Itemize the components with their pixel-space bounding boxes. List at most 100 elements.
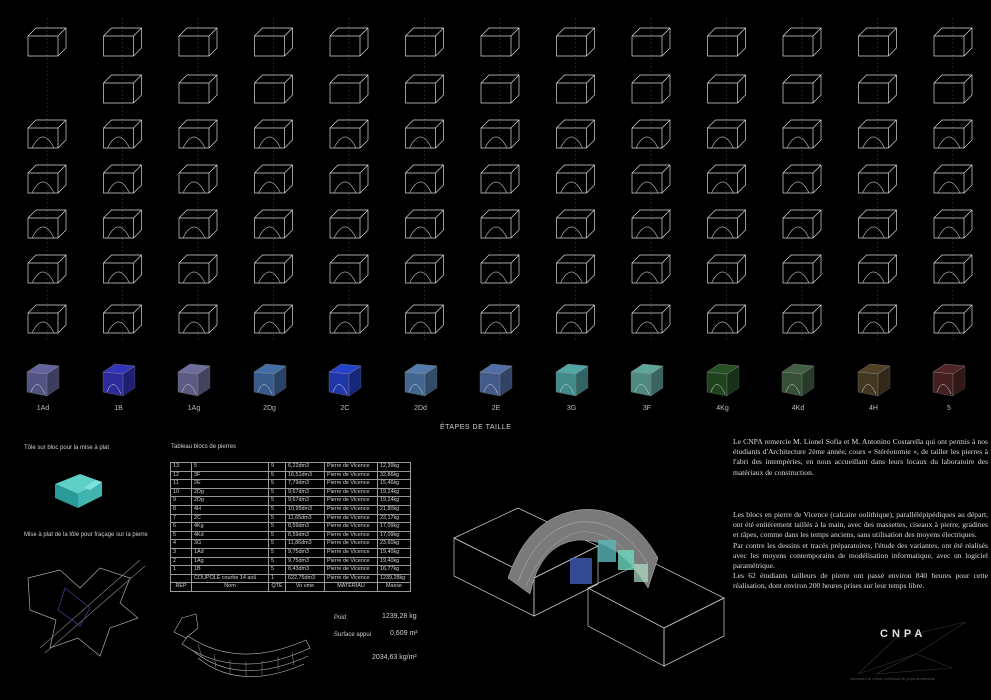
wire-block [480, 209, 520, 239]
table-cell [170, 573, 192, 584]
block-thumbnail [627, 360, 667, 400]
wire-block [27, 119, 67, 149]
table-header-cell: Nom [191, 582, 269, 592]
table-cell: 9,67dm3 [285, 496, 325, 506]
wire-block [405, 304, 444, 334]
table-cell: Pierre de Vicence [324, 565, 378, 575]
wire-block [707, 119, 746, 149]
wire-block [254, 304, 293, 334]
wire-block [707, 74, 746, 104]
table-cell: 2C [191, 513, 269, 524]
poid-label: Poid [334, 615, 347, 621]
wire-block [103, 254, 142, 284]
wire-block [27, 304, 67, 334]
table-cell: 5 [268, 513, 286, 524]
wire-block [782, 254, 822, 284]
wire-block [329, 74, 369, 104]
table-cell: Pierre de Vicence [324, 504, 378, 515]
table-header-cell: REP [170, 582, 192, 592]
wire-block [254, 209, 293, 239]
wire-block [556, 27, 595, 57]
wire-block [933, 119, 973, 149]
wire-block [103, 119, 142, 149]
table-cell: 12,39kg [377, 462, 411, 472]
wire-block [405, 209, 444, 239]
wire-block [858, 254, 897, 284]
block-label: 3G [566, 405, 577, 412]
block-thumbnail [778, 360, 818, 400]
wire-block [254, 119, 293, 149]
table-cell: 19,24kg [377, 487, 411, 498]
table-cell: 3 [170, 547, 192, 558]
wire-block [27, 254, 67, 284]
wire-block [405, 164, 444, 194]
table-cell: 2Dg [191, 496, 269, 506]
wire-block [480, 164, 520, 194]
flattened-sheet-drawing [27, 559, 146, 657]
block-label: 4H [869, 405, 878, 412]
table-cell: Pierre de Vicence [324, 462, 378, 472]
table-header-cell: QTE [268, 582, 286, 592]
table-cell: 5 [268, 530, 286, 541]
table-cell: 21,80kg [377, 504, 411, 515]
table-cell: 5 [268, 479, 286, 489]
table-cell: Pierre de Vicence [324, 513, 378, 524]
table-header-cell: Masse [377, 582, 411, 592]
table-cell: 1239,28kg [377, 573, 411, 584]
wire-block [254, 254, 293, 284]
table-cell: 5 [170, 530, 192, 541]
wire-block [933, 164, 973, 194]
table-cell: 12 [170, 470, 192, 481]
table-cell: 9,67dm3 [285, 487, 325, 498]
wire-block [103, 27, 142, 57]
description-text: Les blocs en pierre de Vicence (calcaire… [733, 510, 988, 591]
table-cell: 15,46kg [377, 479, 411, 489]
block-label: 5 [947, 405, 951, 412]
block-thumbnail [250, 360, 290, 400]
table-cell: 10,95dm3 [285, 504, 325, 515]
wire-block [103, 164, 142, 194]
wire-block [631, 164, 671, 194]
wire-block [329, 254, 369, 284]
block-label: 2C [340, 405, 350, 412]
surface-value: 0,609 m² [390, 630, 418, 637]
wire-block [631, 74, 671, 104]
table-cell: 9 [268, 462, 286, 472]
wire-block [858, 27, 897, 57]
wire-block [556, 254, 595, 284]
table-cell: 19,40kg [377, 556, 411, 567]
table-cell: 11 [170, 479, 192, 489]
table-cell: 23,17kg [377, 513, 411, 524]
block-thumbnail [401, 360, 441, 400]
block-thumbnail [99, 360, 139, 400]
wire-block [480, 254, 520, 284]
wire-block [631, 304, 671, 334]
wire-block [329, 304, 369, 334]
thanks-text: Le CNPA remercie M. Lionel Sofia et M. A… [733, 437, 988, 477]
table-cell: 8,59dm3 [285, 522, 325, 532]
block-thumbnail [552, 360, 592, 400]
table-cell: 4Kg [191, 522, 269, 532]
wire-block [707, 209, 746, 239]
wire-block [405, 74, 444, 104]
wire-block [27, 209, 67, 239]
table-title: Tableau blocs de pierres [171, 444, 237, 450]
wire-block [556, 304, 595, 334]
table-cell: 13 [170, 462, 192, 472]
wire-block [405, 119, 444, 149]
table-cell: 5 [268, 496, 286, 506]
table-cell: 10 [170, 487, 192, 498]
wire-block [178, 164, 218, 194]
table-cell: 19,40kg [377, 547, 411, 558]
table-cell: 32,86kg [377, 470, 411, 481]
cupola-isometric-render [453, 507, 725, 667]
wire-block [480, 119, 520, 149]
table-cell: 11,86dm3 [285, 539, 325, 549]
table-cell: 1 [268, 573, 286, 584]
